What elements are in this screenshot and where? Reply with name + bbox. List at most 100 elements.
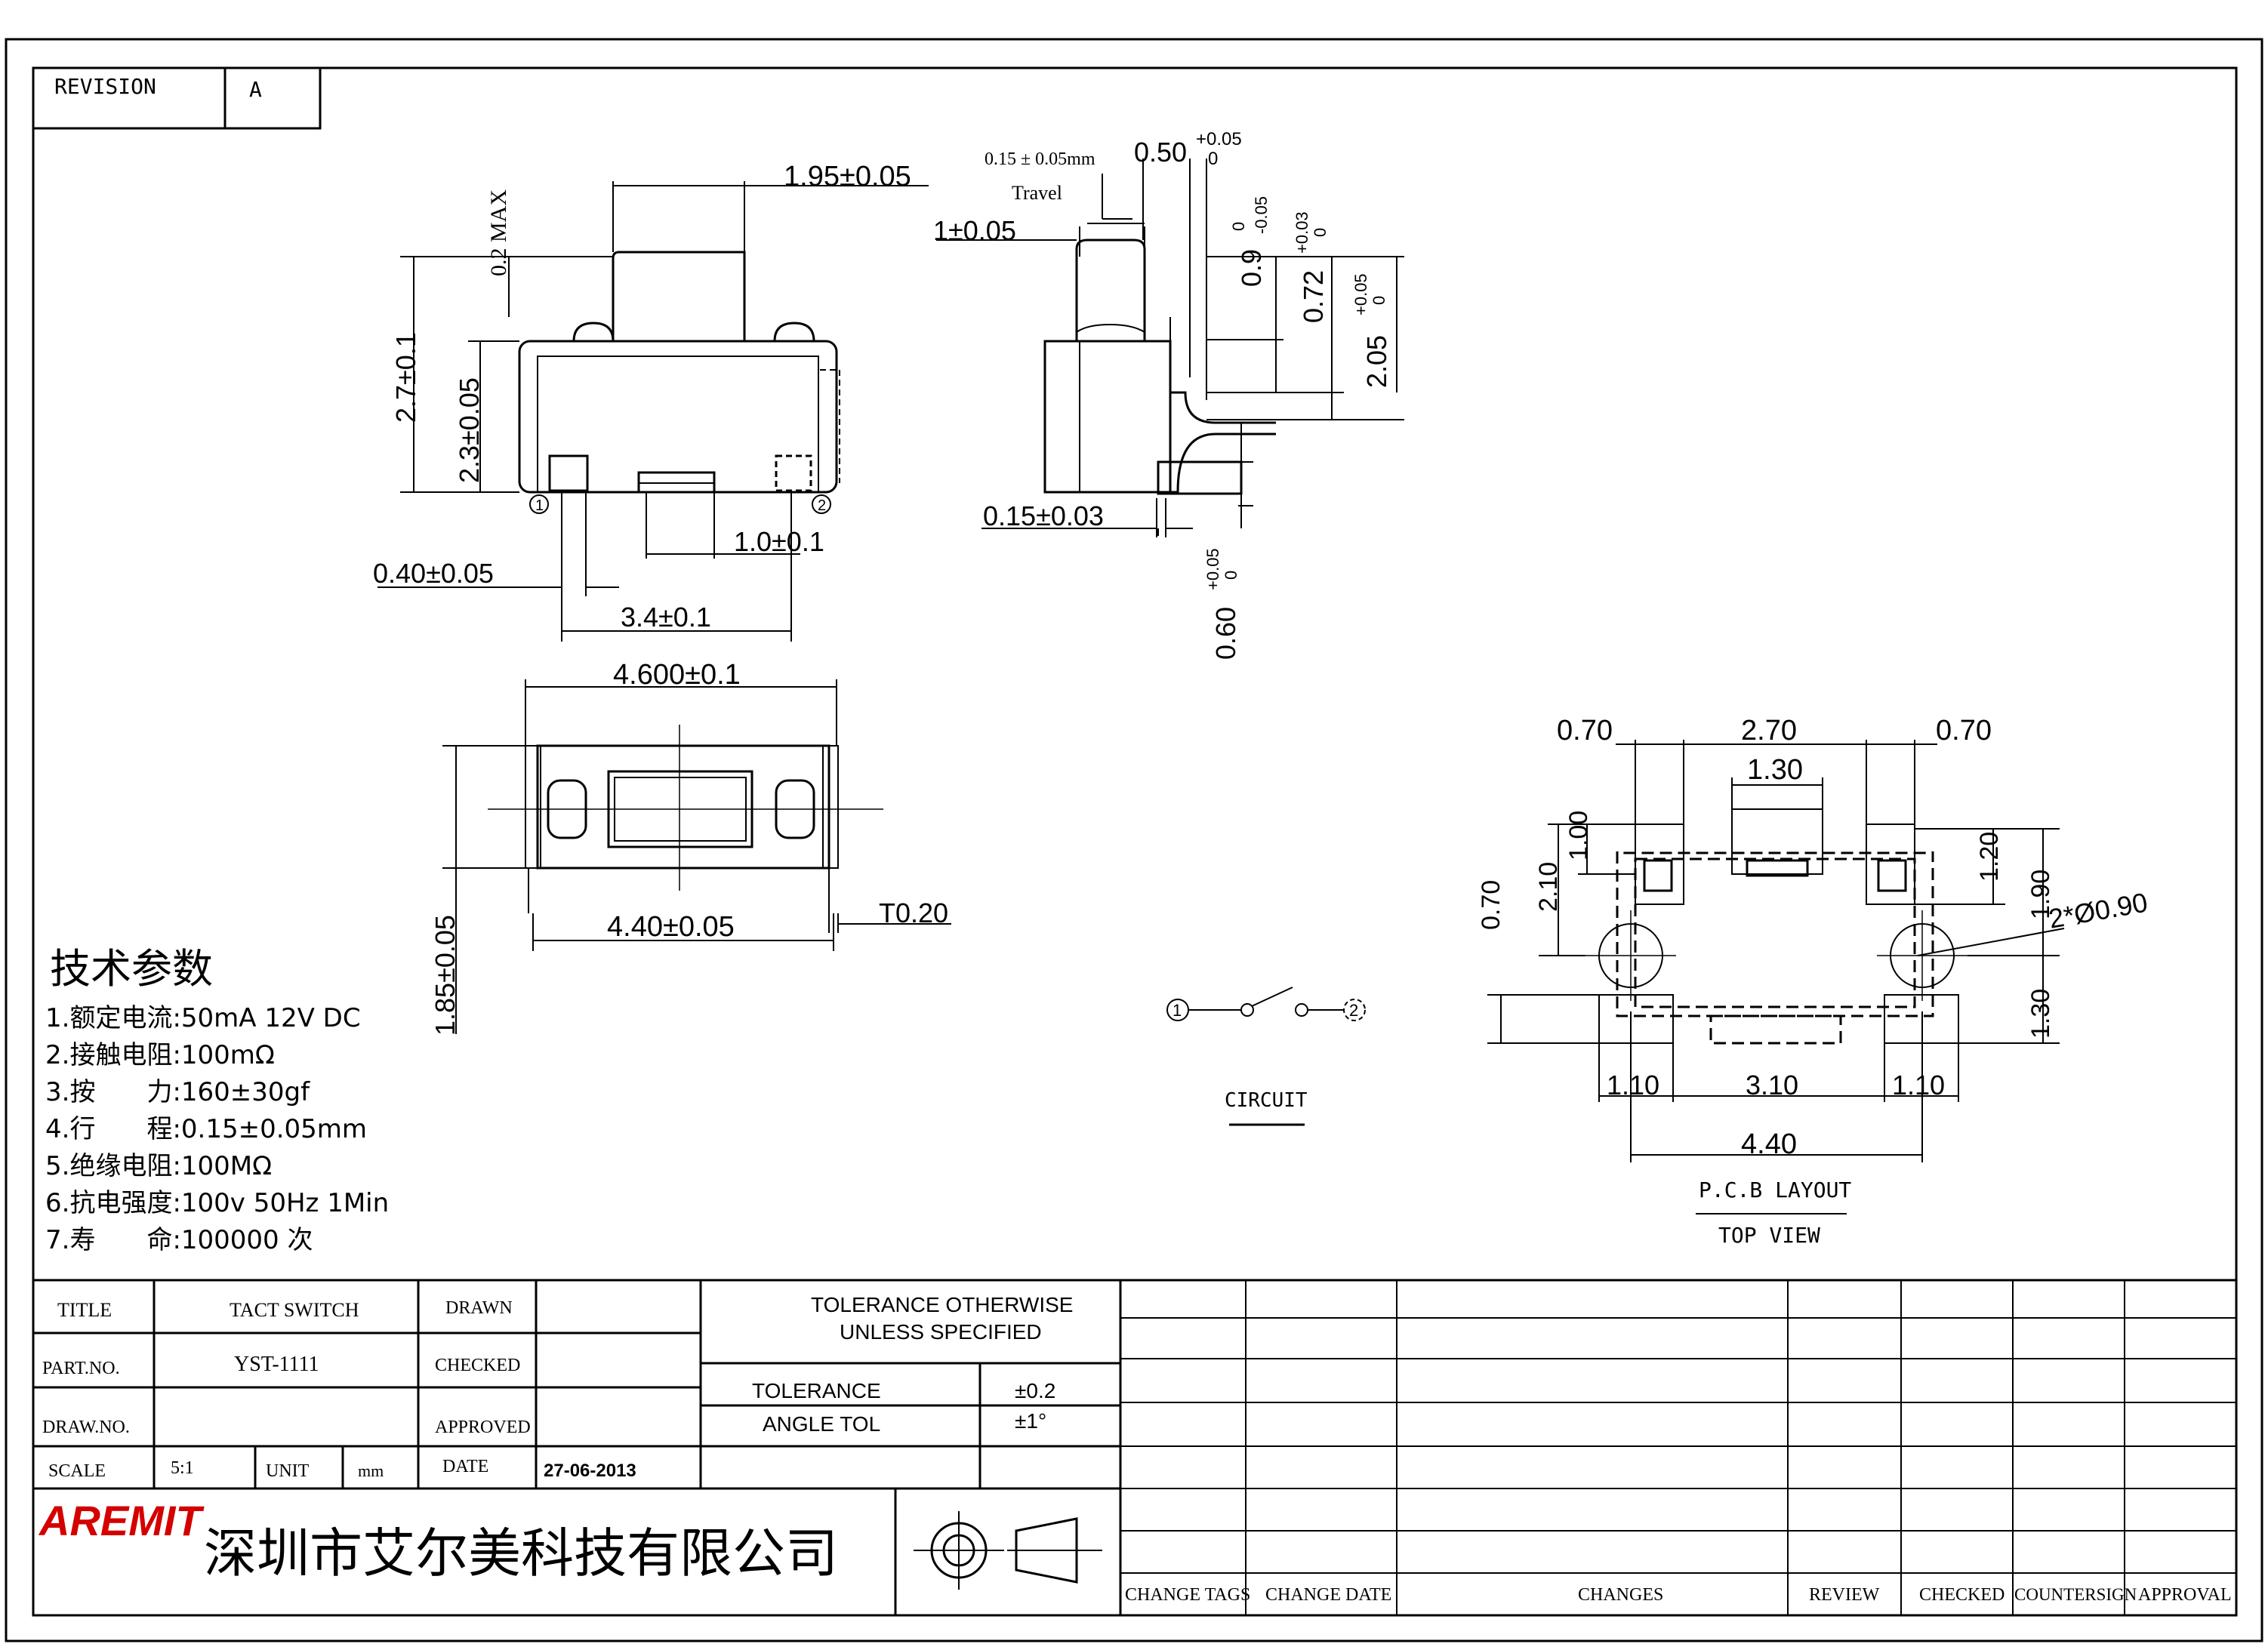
scale-value: 5:1 (171, 1458, 194, 1478)
dim-side-center: 1.0±0.1 (734, 526, 824, 557)
dim-travel-value: 0.15 ± 0.05mm (985, 149, 1095, 169)
front-view: 0.15 ± 0.05mm Travel 0.50 +0.05 0 1±0.05… (933, 129, 1404, 660)
revision-box: REVISION A (32, 66, 322, 130)
dim-side-span: 3.4±0.1 (621, 602, 711, 633)
dim-thk: 0.15±0.03 (983, 500, 1104, 531)
dim-top-minus: 0 (1208, 149, 1218, 169)
dim-b-base: 0.72 (1298, 270, 1329, 323)
company-name: 深圳市艾尔美科技有限公司 (204, 1525, 838, 1584)
tol-heading-2: UNLESS SPECIFIED (840, 1320, 1042, 1344)
side-pin1-label: 1 (535, 497, 544, 514)
spec-item: 6.抗电强度:100v 50Hz 1Min (45, 1188, 389, 1218)
dim-actuator: 1±0.05 (933, 215, 1016, 246)
drawn-label: DRAWN (445, 1298, 513, 1318)
dim-c-plus: +0.05 (1351, 273, 1370, 316)
spec-item: 4.行 程:0.15±0.05mm (45, 1114, 367, 1144)
changes-header: APPROVAL (2138, 1585, 2232, 1605)
dim-top-base: 0.50 (1134, 137, 1187, 168)
pcb-d130: 1.30 (1747, 754, 1803, 786)
pcb-d210: 2.10 (1534, 862, 1563, 912)
dim-c-base: 2.05 (1361, 335, 1392, 388)
dim-top-t: T0.20 (879, 897, 948, 928)
pcb-d190: 1.90 (2026, 870, 2055, 919)
pcb-subtitle: TOP VIEW (1718, 1223, 1820, 1248)
tol-value: ±0.2 (1015, 1379, 1055, 1402)
approved-label: APPROVED (435, 1418, 531, 1437)
outer-border (5, 38, 2263, 1642)
changes-header: COUNTERSIGN (2014, 1585, 2137, 1604)
date-value: 27-06-2013 (544, 1461, 636, 1481)
changes-header: CHANGE DATE (1265, 1585, 1391, 1605)
dim-b-plus: +0.03 (1293, 211, 1311, 254)
part-label: PART.NO. (42, 1359, 120, 1378)
changes-header: CHANGE TAGS (1125, 1585, 1250, 1605)
dim-top-plus: +0.05 (1196, 129, 1242, 149)
dim-side-pin: 0.40±0.05 (373, 558, 494, 589)
dim-a-plus: 0 (1229, 222, 1248, 231)
dim-b-minus: 0 (1311, 228, 1330, 237)
dim-d-minus: 0 (1222, 571, 1240, 580)
dim-side-width: 1.95±0.05 (784, 161, 911, 192)
title-label: TITLE (57, 1299, 112, 1321)
dim-side-max: 0.2 MAX (486, 189, 511, 276)
title-value: TACT SWITCH (230, 1299, 359, 1321)
part-value: YST-1111 (234, 1353, 319, 1376)
unit-label: UNIT (266, 1461, 310, 1481)
checked-label: CHECKED (435, 1356, 520, 1375)
dim-top-width: 4.600±0.1 (613, 659, 741, 691)
changes-header: CHANGES (1578, 1585, 1663, 1605)
projection-symbol-icon (914, 1511, 1102, 1590)
spec-item: 2.接触电阻:100mΩ (45, 1040, 275, 1070)
pcb-d070a: 0.70 (1557, 715, 1613, 747)
dim-a-base: 0.9 (1236, 249, 1267, 287)
tol-heading-1: TOLERANCE OTHERWISE (811, 1293, 1073, 1316)
pcb-d440: 4.40 (1741, 1128, 1797, 1160)
pcb-layout: 0.70 2.70 0.70 1.30 1.00 2.10 0.70 1.20 … (1477, 715, 2149, 1248)
dim-top-inner: 4.40±0.05 (607, 911, 735, 943)
circuit-label: CIRCUIT (1225, 1089, 1308, 1112)
dim-top-height: 1.85±0.05 (430, 915, 461, 1036)
revision-label: REVISION (54, 74, 156, 99)
circuit-symbol: 1 2 CIRCUIT (1166, 987, 1366, 1126)
pcb-d070b: 0.70 (1936, 715, 1992, 747)
circuit-pin2: 2 (1349, 1001, 1358, 1020)
title-block: TITLE TACT SWITCH PART.NO. YST-1111 DRAW… (33, 1279, 2236, 1615)
dim-c-minus: 0 (1370, 296, 1388, 305)
dim-side-body: 2.3±0.05 (454, 377, 485, 483)
pcb-d120: 1.20 (1975, 832, 2004, 882)
angle-value: ±1° (1015, 1409, 1046, 1433)
spec-item: 5.绝缘电阻:100MΩ (45, 1151, 272, 1181)
changes-header: CHECKED (1919, 1585, 2005, 1605)
changes-header: REVIEW (1809, 1585, 1880, 1605)
pcb-d110b: 1.10 (1892, 1070, 1945, 1101)
spec-heading: 技术参数 (50, 945, 213, 993)
dim-d-plus: +0.05 (1203, 548, 1222, 590)
pcb-d100: 1.00 (1564, 811, 1593, 860)
draw-label: DRAW.NO. (42, 1418, 130, 1437)
pcb-d110a: 1.10 (1607, 1070, 1659, 1101)
top-view: 4.600±0.1 4.40±0.05 T0.20 1.85±0.05 (430, 659, 951, 1036)
dim-travel-word: Travel (1012, 182, 1062, 204)
spec-item: 7.寿 命:100000 次 (45, 1225, 313, 1255)
dim-side-height: 2.7±0.1 (390, 332, 421, 423)
side-pin2-label: 2 (818, 497, 826, 514)
inner-border (32, 66, 2238, 1617)
spec-list: 技术参数 1.额定电流:50mA 12V DC 2.接触电阻:100mΩ 3.按… (45, 945, 389, 1255)
pcb-title: P.C.B LAYOUT (1699, 1178, 1851, 1202)
angle-label: ANGLE TOL (763, 1412, 880, 1436)
scale-label: SCALE (48, 1461, 106, 1481)
spec-item: 1.额定电流:50mA 12V DC (45, 1003, 361, 1033)
tol-label: TOLERANCE (752, 1379, 881, 1402)
spec-item: 3.按 力:160±30gf (45, 1077, 310, 1107)
dim-a-minus: -0.05 (1252, 196, 1271, 234)
circuit-pin1: 1 (1173, 1001, 1182, 1020)
unit-value: mm (358, 1461, 384, 1480)
pcb-dhole: 2*Ø0.90 (2046, 887, 2149, 934)
revision-value: A (249, 77, 262, 102)
dim-d-base: 0.60 (1210, 607, 1241, 660)
company-logo: AREMIT (38, 1497, 205, 1544)
pcb-d270: 2.70 (1741, 715, 1797, 747)
pcb-d070c: 0.70 (1477, 880, 1505, 930)
date-label: DATE (442, 1457, 488, 1476)
